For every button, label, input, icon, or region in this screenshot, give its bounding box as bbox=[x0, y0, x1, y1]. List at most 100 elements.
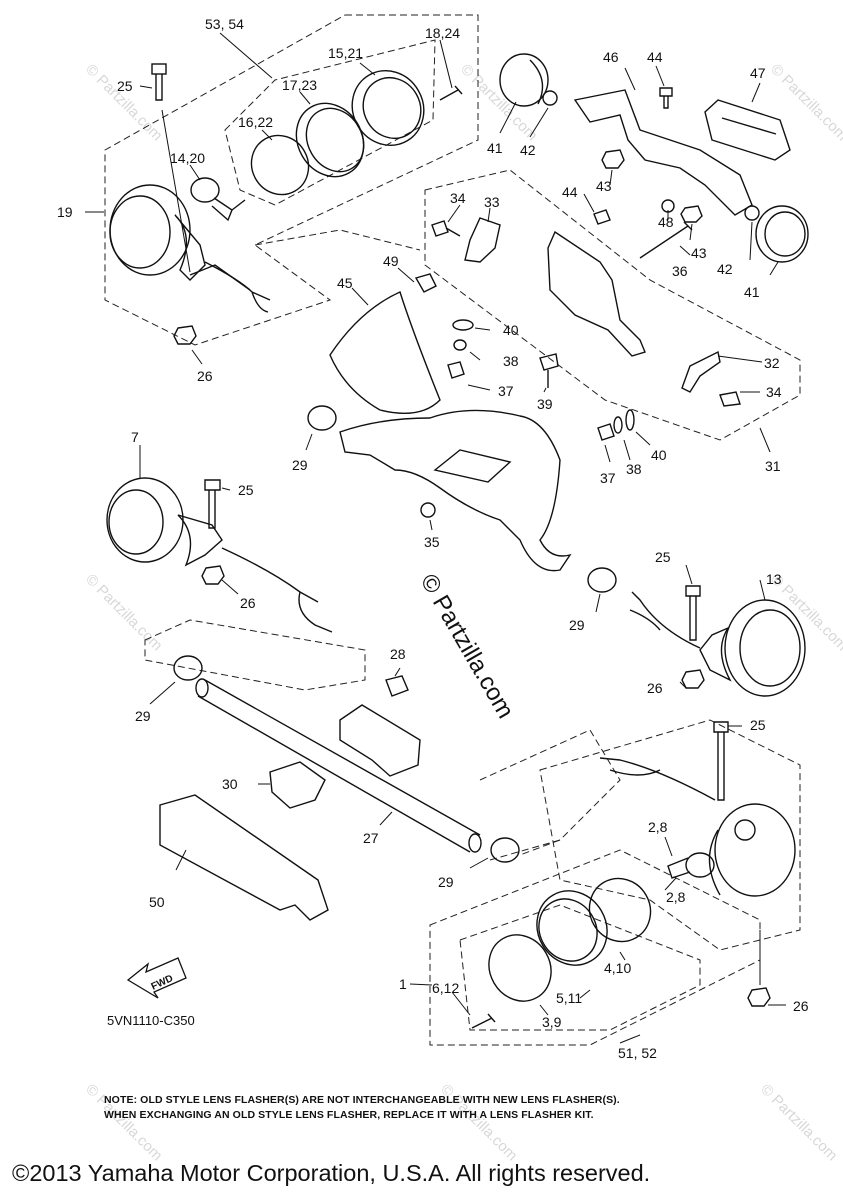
outline-front-right-flasher bbox=[539, 719, 801, 951]
diagram-code: 5VN1110-C350 bbox=[107, 1013, 195, 1028]
bolt-36 bbox=[639, 221, 693, 259]
callout-48: 48 bbox=[658, 214, 674, 230]
washer-42-top bbox=[542, 90, 558, 106]
bracket-33 bbox=[464, 217, 501, 263]
bolt-25-front bbox=[713, 721, 729, 801]
grommet-29-right bbox=[587, 567, 617, 593]
watermark-4: © Partzilla.com bbox=[82, 571, 165, 654]
callout-26: 26 bbox=[647, 680, 663, 696]
callout-35: 35 bbox=[424, 534, 440, 550]
callout-40: 40 bbox=[651, 447, 667, 463]
outline-rear-left-flasher bbox=[104, 14, 479, 346]
bolt-37-right bbox=[597, 423, 615, 441]
callout-2-8: 2,8 bbox=[648, 819, 668, 835]
nut-43-b bbox=[680, 205, 703, 223]
callout-45: 45 bbox=[337, 275, 353, 291]
callout-1: 1 bbox=[399, 976, 407, 992]
callout-19: 19 bbox=[57, 204, 73, 220]
bolt-28 bbox=[385, 675, 409, 697]
callout-16-22: 16,22 bbox=[238, 114, 273, 130]
grommet-49 bbox=[414, 273, 437, 293]
bolt-34-right bbox=[719, 391, 741, 407]
bolt-39 bbox=[539, 353, 559, 388]
outline-tube-connection bbox=[489, 839, 561, 861]
callout-50: 50 bbox=[149, 894, 165, 910]
callout-41: 41 bbox=[487, 140, 503, 156]
clamp-30 bbox=[269, 761, 326, 809]
callout-5-11: 5,11 bbox=[556, 990, 582, 1006]
cover-45 bbox=[329, 291, 441, 415]
callout-44: 44 bbox=[647, 49, 663, 65]
callout-labels: 53, 54 18,24 15,21 25 17,23 16,22 14,20 … bbox=[57, 16, 809, 1061]
callout-2-8: 2,8 bbox=[666, 889, 686, 905]
callout-41: 41 bbox=[744, 284, 760, 300]
watermark-3: © Partzilla.com bbox=[767, 61, 843, 144]
washer-40-left bbox=[452, 319, 474, 331]
bolt-44-lower bbox=[593, 209, 611, 225]
callout-31: 31 bbox=[765, 458, 781, 474]
rim-rear bbox=[351, 70, 425, 146]
callout-29: 29 bbox=[135, 708, 151, 724]
reflector-41-top bbox=[499, 53, 549, 107]
gasket-front bbox=[588, 877, 652, 943]
grommet-29-left-tube bbox=[173, 655, 203, 681]
callout-43: 43 bbox=[691, 245, 707, 261]
wires-right-mid bbox=[629, 591, 701, 649]
washer-38-right bbox=[613, 416, 623, 434]
callout-36: 36 bbox=[672, 263, 688, 279]
flasher-front-right bbox=[708, 803, 796, 897]
fwd-arrow: FWD bbox=[126, 957, 187, 999]
bolt-25-top bbox=[151, 63, 167, 101]
note-line-2: WHEN EXCHANGING AN OLD STYLE LENS FLASHE… bbox=[104, 1109, 594, 1121]
callout-26: 26 bbox=[240, 595, 256, 611]
outline-wire-front bbox=[479, 729, 621, 856]
callout-17-23: 17,23 bbox=[282, 77, 317, 93]
callout-14-20: 14,20 bbox=[170, 150, 205, 166]
callout-18-24: 18,24 bbox=[425, 25, 460, 41]
callout-13: 13 bbox=[766, 571, 782, 587]
outline-lens-group-front bbox=[429, 849, 761, 1046]
outline-wire-left bbox=[144, 619, 366, 691]
flasher-rear-left bbox=[109, 184, 251, 291]
callout-29: 29 bbox=[292, 457, 308, 473]
callout-44: 44 bbox=[562, 184, 578, 200]
bolt-25-left bbox=[204, 479, 221, 529]
bulb-front bbox=[667, 852, 715, 879]
callout-34: 34 bbox=[450, 190, 466, 206]
washer-40-right bbox=[625, 409, 635, 431]
bulb-rear bbox=[190, 177, 246, 222]
flasher-13 bbox=[699, 599, 806, 697]
main-bracket-slot bbox=[433, 449, 512, 483]
wires-rear-left bbox=[204, 261, 271, 313]
callout-53-54: 53, 54 bbox=[205, 16, 244, 32]
wires-front bbox=[599, 757, 716, 801]
callout-38: 38 bbox=[626, 461, 642, 477]
callout-25: 25 bbox=[117, 78, 133, 94]
screw-18-24 bbox=[439, 85, 463, 101]
callout-29: 29 bbox=[438, 874, 454, 890]
copyright-text: ©2013 Yamaha Motor Corporation, U.S.A. A… bbox=[12, 1160, 651, 1186]
bracket-32 bbox=[681, 350, 721, 393]
callout-40: 40 bbox=[503, 322, 519, 338]
bolt-37-left bbox=[447, 361, 465, 379]
fwd-arrow-icon bbox=[126, 957, 187, 999]
callout-26: 26 bbox=[793, 998, 809, 1014]
leader-lines bbox=[85, 32, 786, 1044]
bracket-center bbox=[547, 230, 646, 357]
bolt-34-top bbox=[431, 220, 461, 237]
rim-front bbox=[536, 890, 608, 966]
cover-50 bbox=[159, 794, 329, 921]
callout-25: 25 bbox=[655, 549, 671, 565]
bracket-46 bbox=[573, 89, 753, 216]
callout-28: 28 bbox=[390, 646, 406, 662]
callout-42: 42 bbox=[717, 261, 733, 277]
callout-6-12: 6,12 bbox=[432, 980, 459, 996]
watermark-8: © Partzilla.com bbox=[757, 1081, 840, 1164]
callout-38: 38 bbox=[503, 353, 519, 369]
gasket-rear bbox=[250, 134, 310, 196]
wires-left-mid bbox=[221, 547, 333, 633]
parts bbox=[106, 53, 809, 1029]
nut-35 bbox=[420, 502, 436, 518]
callout-32: 32 bbox=[764, 355, 780, 371]
